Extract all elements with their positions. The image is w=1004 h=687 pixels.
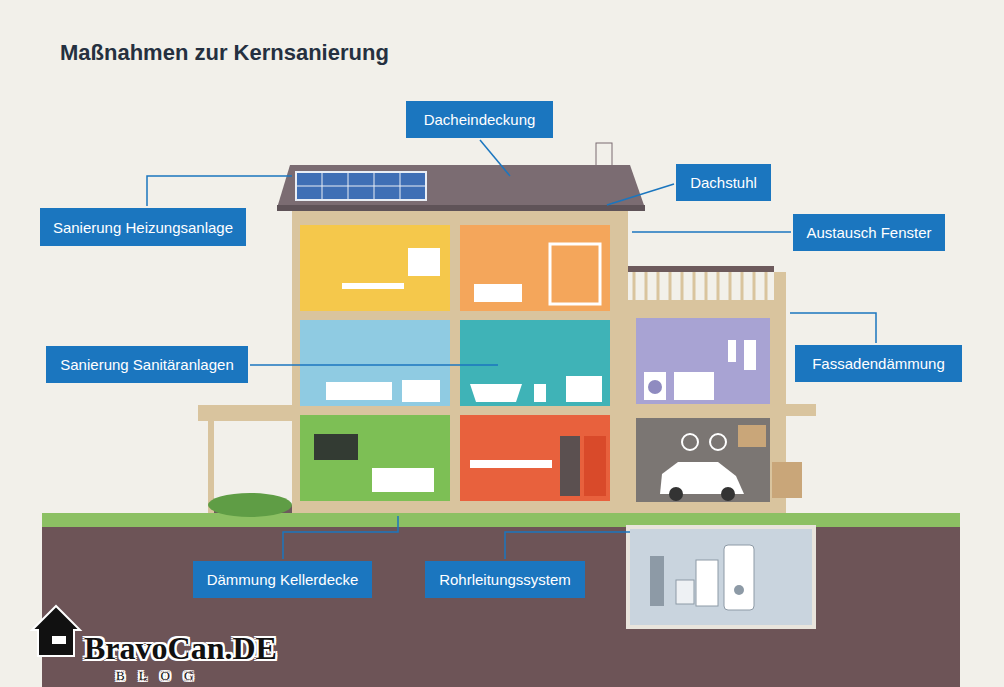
cabinet [674,372,714,400]
eave [277,205,645,211]
sofa [372,468,434,492]
boiler [696,560,718,606]
label-box: Dämmung Kellerdecke [193,561,372,598]
tank [676,580,694,604]
bed [326,382,392,400]
label-box: Sanierung Heizungsanlage [40,208,246,246]
bed [474,284,522,302]
label-box: Dacheindeckung [406,101,553,138]
water-heater [724,545,754,610]
logo-brick [52,636,66,644]
board [408,248,440,276]
drawers [772,462,802,498]
kitchen [460,415,610,501]
annex-ledge [786,404,816,416]
balcony-post [774,272,786,300]
chimney [596,143,612,167]
bike-wheel [710,434,726,450]
tv [314,434,358,460]
bathroom [460,320,610,406]
grass [42,513,960,527]
label-text: Fassadendämmung [812,355,945,372]
watermark: BravoCan.DE [84,630,277,667]
solar-grid [296,172,426,200]
label-text: Dämmung Kellerdecke [207,571,359,588]
pegboard [738,425,766,447]
clothes [728,340,736,362]
bush [208,493,292,517]
car-wheel [669,487,683,501]
shelf [550,244,600,304]
label-box: Sanierung Sanitäranlagen [46,346,248,383]
washer-door [648,380,662,394]
label-text: Sanierung Heizungsanlage [53,219,233,236]
label-text: Dachstuhl [690,174,757,191]
solar-panel [296,172,426,200]
soil [42,527,960,687]
house-wall [292,208,628,513]
bike-wheel [682,434,698,450]
gauge [734,585,744,595]
desk [342,283,404,289]
label-box: Rohrleitungssystem [425,561,585,598]
laundry-room [636,318,770,404]
office [300,225,450,311]
garage [636,418,770,502]
roof [277,165,645,208]
sink [566,376,602,402]
label-box: Austausch Fenster [793,214,945,251]
bedroom [460,225,610,311]
label-box: Dachstuhl [676,164,771,201]
dress [744,340,756,370]
balcony-railing [634,272,766,300]
watermark: BLOG [116,668,207,684]
logo-house [32,606,80,656]
toilet [534,384,546,402]
diagram-title: Maßnahmen zur Kernsanierung [60,40,389,66]
oven [560,436,580,496]
carport-post [208,421,214,513]
counter [470,460,552,468]
label-text: Austausch Fenster [806,224,931,241]
car-wheel [721,487,735,501]
leader-lines [147,140,876,559]
living-room [300,415,450,501]
bathtub [470,384,522,402]
label-box: Fassadendämmung [795,345,962,382]
washer [644,372,666,400]
pipe [650,556,664,606]
balcony-top [628,266,774,272]
basement [628,527,814,627]
annex-wall [628,300,786,513]
bedroom-blue [300,320,450,406]
label-text: Rohrleitungssystem [439,571,571,588]
carport-roof [198,405,298,421]
dresser [402,380,440,402]
label-text: Sanierung Sanitäranlagen [60,356,233,373]
fridge [584,436,606,496]
label-text: Dacheindeckung [424,111,536,128]
